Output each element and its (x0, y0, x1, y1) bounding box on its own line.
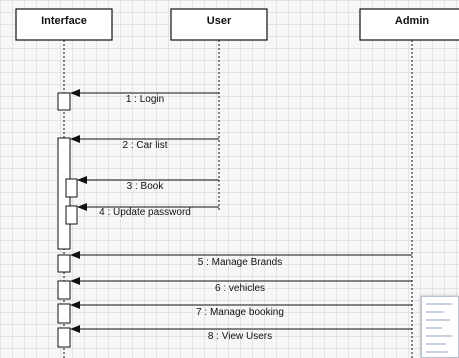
minimap-line (426, 311, 444, 313)
participant-user[interactable]: User (170, 8, 268, 41)
message-1-label: 1 : Login (126, 94, 164, 105)
activation-bar-update-password (65, 205, 78, 225)
message-4-label: 4 : Update password (99, 207, 191, 218)
participant-interface-label: Interface (41, 15, 87, 27)
activation-bar-vehicles (57, 280, 71, 300)
activation-bar-manage-booking (57, 303, 71, 324)
activation-bar-manage-brands (57, 254, 71, 273)
minimap-line (426, 327, 442, 329)
message-4[interactable]: 4 : Update password (77, 203, 219, 218)
message-2-label: 2 : Car list (122, 140, 167, 151)
activation-bar-login (57, 92, 71, 111)
participant-admin[interactable]: Admin (359, 8, 459, 41)
minimap-line (426, 351, 448, 353)
message-6-label: 6 : vehicles (215, 283, 265, 294)
participant-interface[interactable]: Interface (15, 8, 113, 41)
minimap-line (426, 335, 452, 337)
message-5[interactable]: 5 : Manage Brands (70, 251, 412, 268)
message-7[interactable]: 7 : Manage booking (70, 301, 412, 318)
activation-bar-book (65, 178, 78, 198)
message-3[interactable]: 3 : Book (77, 176, 219, 192)
minimap-line (426, 303, 452, 305)
message-5-label: 5 : Manage Brands (198, 257, 283, 268)
message-2[interactable]: 2 : Car list (70, 135, 219, 151)
activation-bar-view-users (57, 327, 71, 348)
message-3-label: 3 : Book (127, 181, 165, 192)
participant-admin-label: Admin (395, 15, 430, 27)
minimap-line (426, 319, 450, 321)
minimap-thumbnail[interactable] (421, 296, 459, 358)
participant-user-label: User (207, 15, 232, 27)
message-8[interactable]: 8 : View Users (70, 325, 412, 342)
message-7-label: 7 : Manage booking (196, 307, 284, 318)
message-8-label: 8 : View Users (208, 331, 272, 342)
message-1[interactable]: 1 : Login (70, 89, 219, 105)
minimap-line (426, 343, 446, 345)
message-6[interactable]: 6 : vehicles (70, 277, 412, 294)
